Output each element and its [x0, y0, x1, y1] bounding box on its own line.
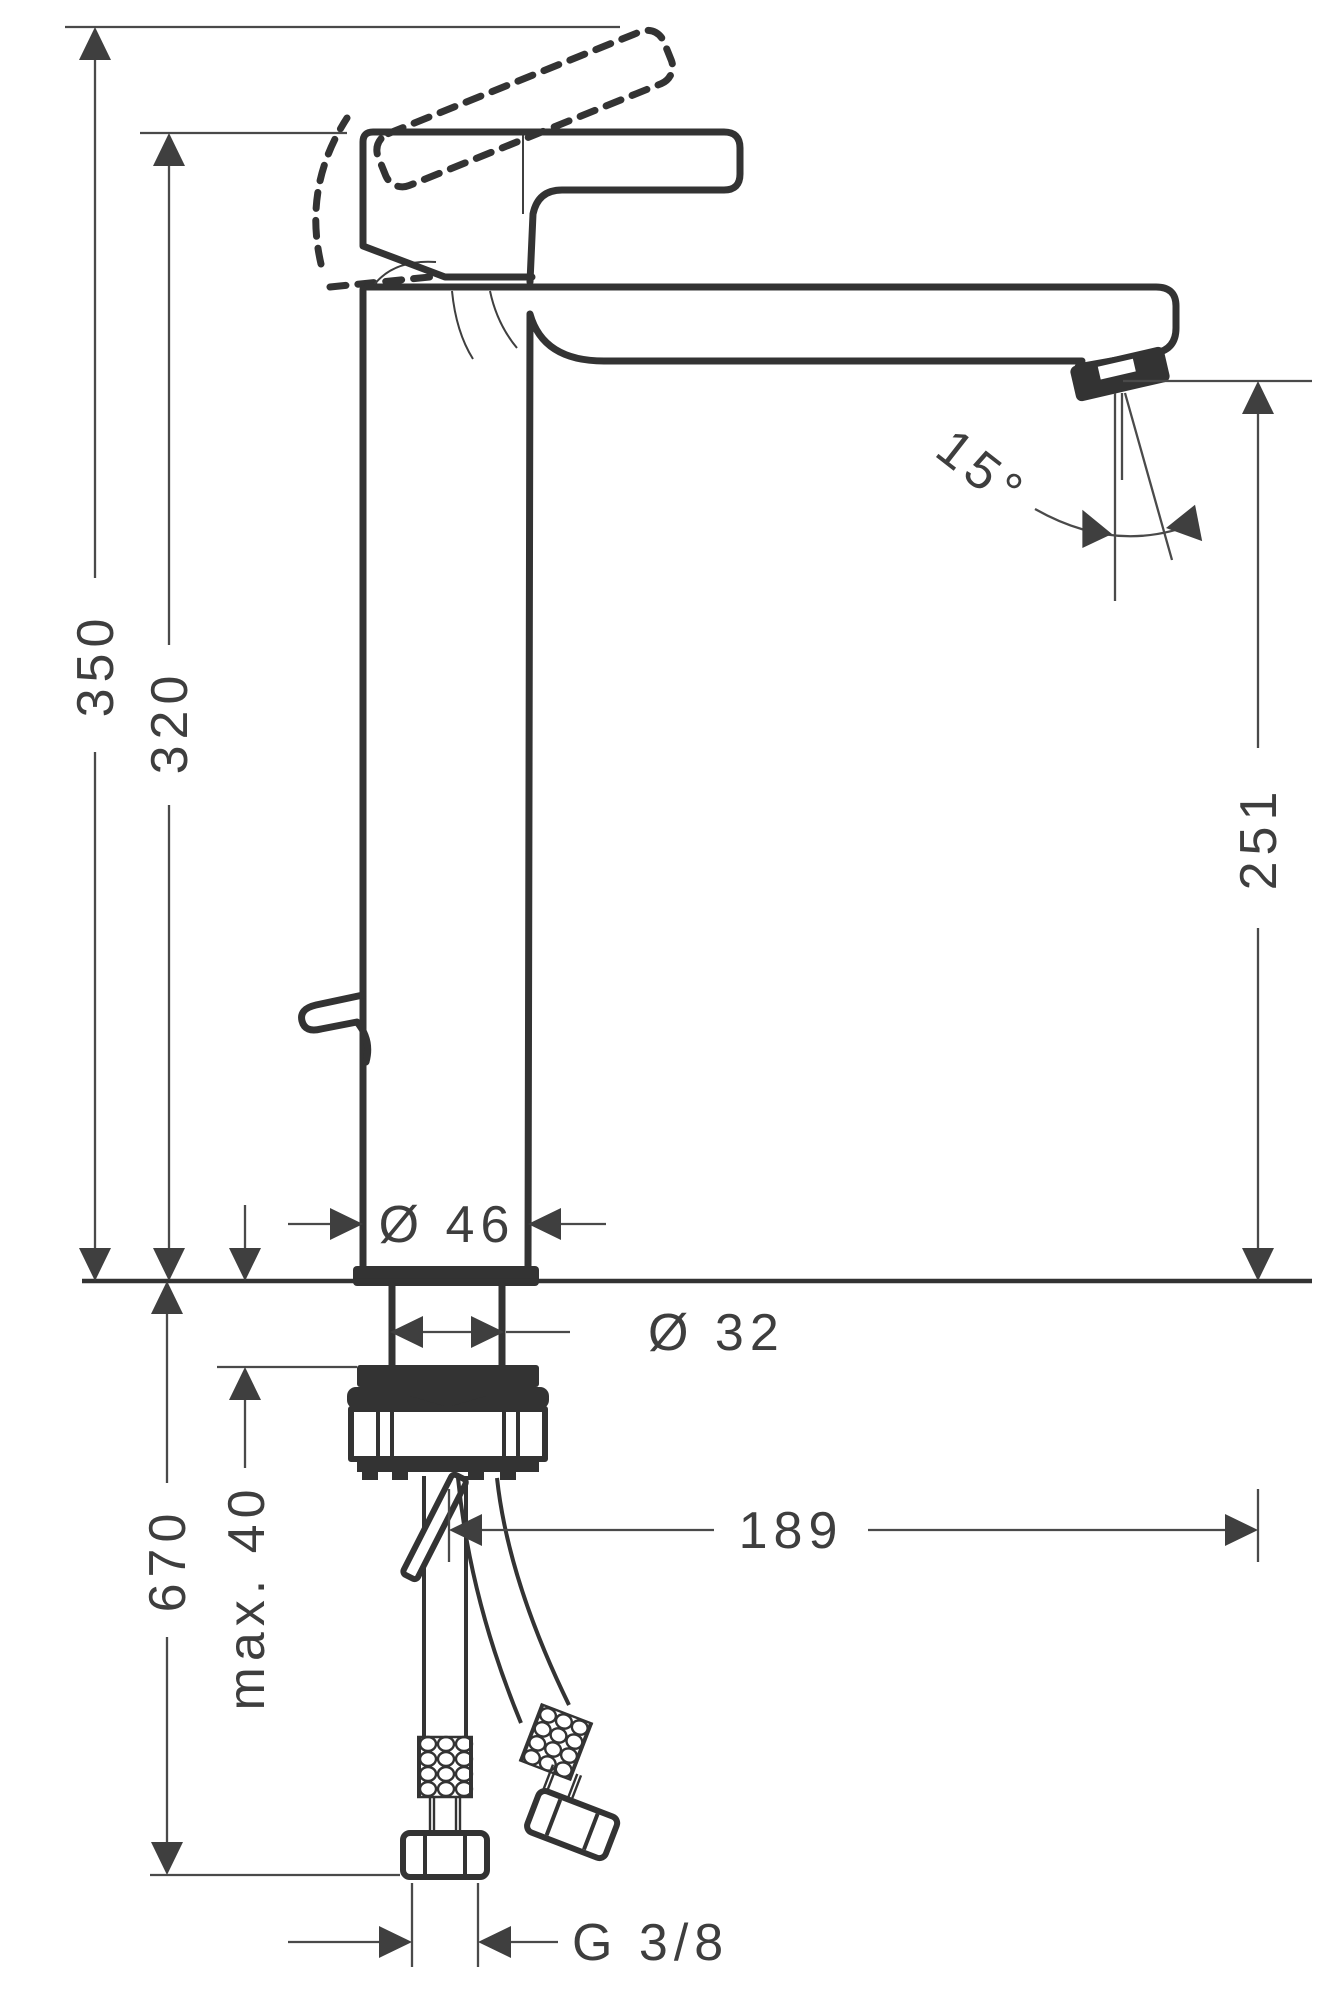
- aerator-outlet: [1070, 346, 1170, 402]
- popup-rod-hook: [298, 991, 372, 1066]
- max40-arrow-up: [229, 1367, 261, 1400]
- dim-320-arrow-up: [153, 133, 185, 166]
- washer: [357, 1365, 539, 1387]
- dim-320: 320: [140, 131, 347, 1281]
- dim-670-label: 670: [139, 1508, 197, 1613]
- mounting-nut: [348, 1406, 548, 1462]
- left-hose-collar: [428, 1797, 462, 1835]
- right-hose-edge: [495, 1477, 571, 1706]
- popup-transfer-rod: [400, 1471, 469, 1583]
- g38-label: G 3/8: [572, 1914, 729, 1972]
- left-hose-braid: [417, 1735, 474, 1799]
- dia32-arrow-left: [390, 1316, 423, 1348]
- junction-curve: [451, 290, 474, 360]
- g38-arrow-right: [379, 1926, 412, 1958]
- dim-350-arrow-up: [79, 27, 111, 60]
- dia46-arrow-right: [330, 1208, 363, 1240]
- stabilizer-plate: [347, 1387, 549, 1409]
- dia46-label: Ø 46: [379, 1196, 516, 1254]
- dim-dia46: Ø 46: [288, 1196, 606, 1254]
- dia46-arrow-left: [528, 1208, 561, 1240]
- dim-g38: G 3/8: [288, 1883, 729, 1972]
- dim-251: 251: [1123, 379, 1312, 1281]
- nut-flange: [357, 1459, 539, 1472]
- dim-251-arrow-down: [1242, 1248, 1274, 1281]
- angle-label: 15°: [925, 418, 1037, 523]
- dim-320-arrow-down: [153, 1248, 185, 1281]
- handle-body: [359, 128, 536, 281]
- spout-underside: [524, 310, 1086, 1272]
- dim-189: 189: [447, 1489, 1260, 1562]
- dim-251-label: 251: [1230, 786, 1288, 891]
- angle-arrow-left: [1166, 504, 1203, 542]
- dim-670: 670: [139, 1281, 400, 1877]
- max40-label: max. 40: [218, 1484, 276, 1711]
- dim-251-arrow-up: [1242, 381, 1274, 414]
- junction-curve: [489, 290, 518, 349]
- dia32-label: Ø 32: [648, 1304, 785, 1362]
- handle-lever: [519, 128, 744, 286]
- dim-189-label: 189: [739, 1502, 844, 1560]
- dim-max40: max. 40: [217, 1205, 357, 1710]
- dim-320-label: 320: [141, 670, 199, 775]
- g38-arrow-left: [478, 1926, 511, 1958]
- dim-670-arrow-up: [151, 1281, 183, 1314]
- supply-hoses: [400, 1471, 621, 1880]
- max40-arrow-down: [229, 1248, 261, 1281]
- dim-dia32: Ø 32: [390, 1304, 785, 1362]
- right-hose-braid: [518, 1702, 594, 1782]
- dia32-arrow-right: [471, 1316, 504, 1348]
- right-hose-edge: [456, 1477, 523, 1724]
- left-hose-hex-nut: [400, 1830, 490, 1880]
- spout-top-edge: [363, 283, 1180, 371]
- dim-189-arrow-left: [449, 1514, 482, 1546]
- dim-670-arrow-down: [151, 1842, 183, 1875]
- faucet-body: [298, 128, 1180, 1286]
- dim-angle-15: 15°: [925, 392, 1203, 601]
- right-hose-hex-nut: [524, 1787, 621, 1862]
- dim-189-arrow-right: [1225, 1514, 1258, 1546]
- dim-350-arrow-down: [79, 1248, 111, 1281]
- mounting-shank-assembly: [347, 1282, 549, 1480]
- dim-350: 350: [65, 25, 620, 1281]
- angle-arrow-right: [1082, 509, 1112, 548]
- dim-350-label: 350: [67, 613, 125, 718]
